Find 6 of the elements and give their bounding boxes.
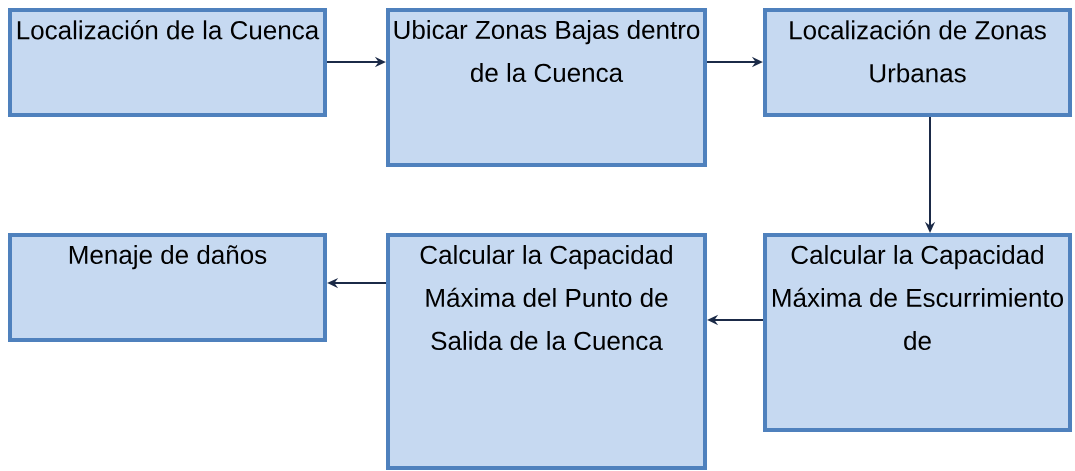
- process-box: Calcular la Capacidad Máxima del Punto de Salida de la Cuenca: [386, 233, 707, 470]
- process-box: Ubicar Zonas Bajas dentro de la Cuenca: [386, 8, 707, 167]
- process-box: Localización de la Cuenca: [8, 8, 327, 117]
- process-box: Menaje de daños: [8, 233, 327, 342]
- process-box: Calcular la Capacidad Máxima de Escurrimiento de: [763, 233, 1072, 432]
- process-box: Localización de Zonas Urbanas: [763, 8, 1072, 117]
